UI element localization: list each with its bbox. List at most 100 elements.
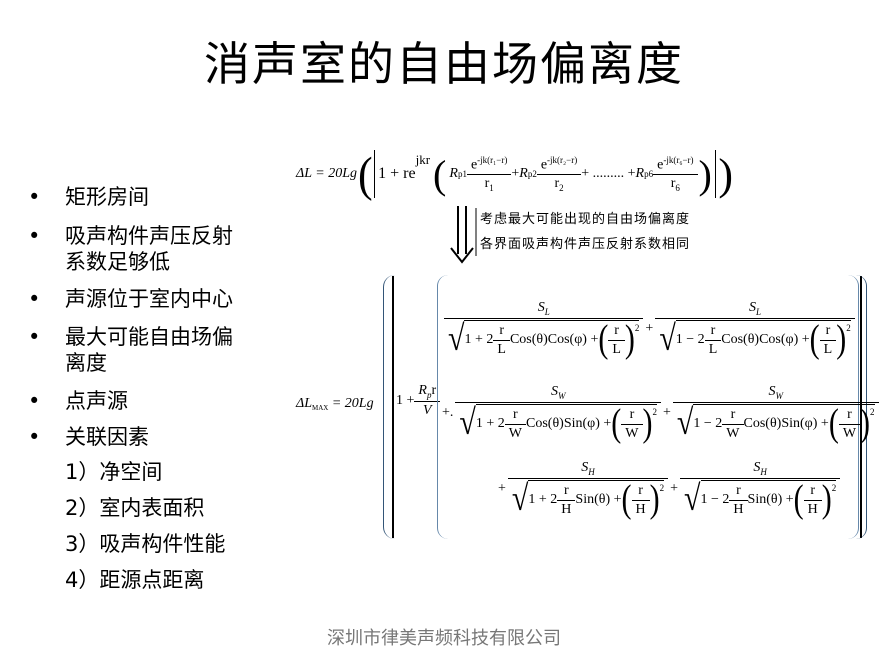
rp: R xyxy=(418,383,427,398)
term-densub: 2 xyxy=(559,183,564,194)
power: 2 xyxy=(846,322,851,333)
s-sub: L xyxy=(756,306,762,317)
trig: Cos(θ)Sin(φ) + xyxy=(743,416,829,432)
bullet-icon: • xyxy=(28,325,41,349)
fn: r xyxy=(730,406,736,422)
fd: L xyxy=(704,339,722,358)
trig: Sin(θ) + xyxy=(747,492,794,508)
s: S xyxy=(749,300,756,315)
row-lead: +. xyxy=(442,404,454,420)
plus-sign: + xyxy=(645,320,654,336)
pd: H xyxy=(631,499,650,518)
factor-item: 2）室内表面积 xyxy=(65,496,205,520)
bullet-icon: • xyxy=(28,425,41,449)
annotation-line: 各界面吸声构件声压反射系数相同 xyxy=(480,237,691,252)
fd: W xyxy=(722,423,744,442)
pn: r xyxy=(614,322,619,338)
power: 2 xyxy=(652,406,658,417)
lhs-sub: MAX xyxy=(312,404,329,412)
fd: W xyxy=(504,423,526,442)
fn: r xyxy=(736,482,741,498)
formula-exp: jkr xyxy=(415,152,431,167)
row-lead: + xyxy=(498,480,506,496)
factor-item: 3）吸声构件性能 xyxy=(65,532,226,556)
term-sub: p1 xyxy=(457,169,467,179)
bullet-icon: • xyxy=(28,185,41,209)
term-num: e xyxy=(540,157,548,173)
factor-item: 1）净空间 xyxy=(65,460,163,484)
fn: r xyxy=(499,322,504,338)
s: S xyxy=(753,460,761,475)
bullet-text: 矩形房间 xyxy=(65,185,149,209)
term-sub: p2 xyxy=(527,169,537,179)
factor-item: 4）距源点距离 xyxy=(65,568,205,592)
pd: W xyxy=(838,423,861,442)
s-sub: H xyxy=(588,466,595,477)
term-den: r xyxy=(554,176,560,192)
trig: Sin(θ) + xyxy=(575,492,622,508)
pre: 1 + 2 xyxy=(464,332,494,348)
volume: V xyxy=(414,400,441,419)
bullet-text: 关联因素 xyxy=(65,425,149,449)
pn: r xyxy=(825,322,831,338)
term-exp: -jk(r₂−r) xyxy=(547,154,578,165)
s: S xyxy=(768,384,776,399)
pn: r xyxy=(847,406,852,422)
big-paren-close xyxy=(856,275,867,539)
power: 2 xyxy=(634,322,640,333)
term-r: R xyxy=(519,166,528,181)
bullet-icon: • xyxy=(28,224,41,248)
plus-sign: + xyxy=(511,166,520,181)
trig: Cos(θ)Sin(φ) + xyxy=(526,416,612,432)
trig: Cos(θ)Cos(φ) + xyxy=(721,332,810,348)
fd: H xyxy=(557,499,576,518)
slide-title: 消声室的自由场偏离度 xyxy=(204,37,684,91)
pn: r xyxy=(629,406,635,422)
bullet-icon: • xyxy=(28,287,41,311)
pn: r xyxy=(810,482,816,498)
pre: 1 − 2 xyxy=(700,492,730,508)
s-sub: W xyxy=(557,390,566,401)
trig: Cos(θ)Cos(φ) + xyxy=(509,332,599,348)
annotation-line: 考虑最大可能出现的自由场偏离度 xyxy=(480,212,691,227)
term-exp: -jk(r₁−r) xyxy=(477,154,508,165)
pre: 1 − 2 xyxy=(675,332,705,348)
equals-20lg: = 20Lg xyxy=(331,396,374,411)
pd: H xyxy=(803,499,822,518)
company-footer: 深圳市律美声频科技有限公司 xyxy=(327,628,561,649)
power: 2 xyxy=(870,406,875,417)
big-paren-open xyxy=(383,275,396,539)
pn: r xyxy=(638,482,643,498)
lhs: ΔL xyxy=(296,396,313,411)
fn: r xyxy=(513,406,518,422)
power: 2 xyxy=(831,482,837,493)
s: S xyxy=(537,300,545,315)
double-down-arrow-icon xyxy=(450,206,477,264)
plus-sign: + xyxy=(670,480,679,496)
pre: 1 − 2 xyxy=(693,416,723,432)
abs-bar xyxy=(392,276,394,538)
term-den: r xyxy=(670,176,676,192)
fd: L xyxy=(493,339,510,358)
pre: 1 + 2 xyxy=(475,416,505,432)
bullet-text: 最大可能自由场偏 xyxy=(65,325,233,349)
s: S xyxy=(581,460,589,475)
plus-sign: + xyxy=(663,404,671,420)
term-den: r xyxy=(484,176,490,192)
bullet-icon: • xyxy=(28,389,41,413)
fn: r xyxy=(564,482,569,498)
term-num: e xyxy=(470,157,478,173)
bullet-text: 点声源 xyxy=(65,389,128,413)
s-sub: W xyxy=(775,390,783,401)
power: 2 xyxy=(659,482,665,493)
formula-lhs: ΔL = 20Lg xyxy=(296,166,357,181)
